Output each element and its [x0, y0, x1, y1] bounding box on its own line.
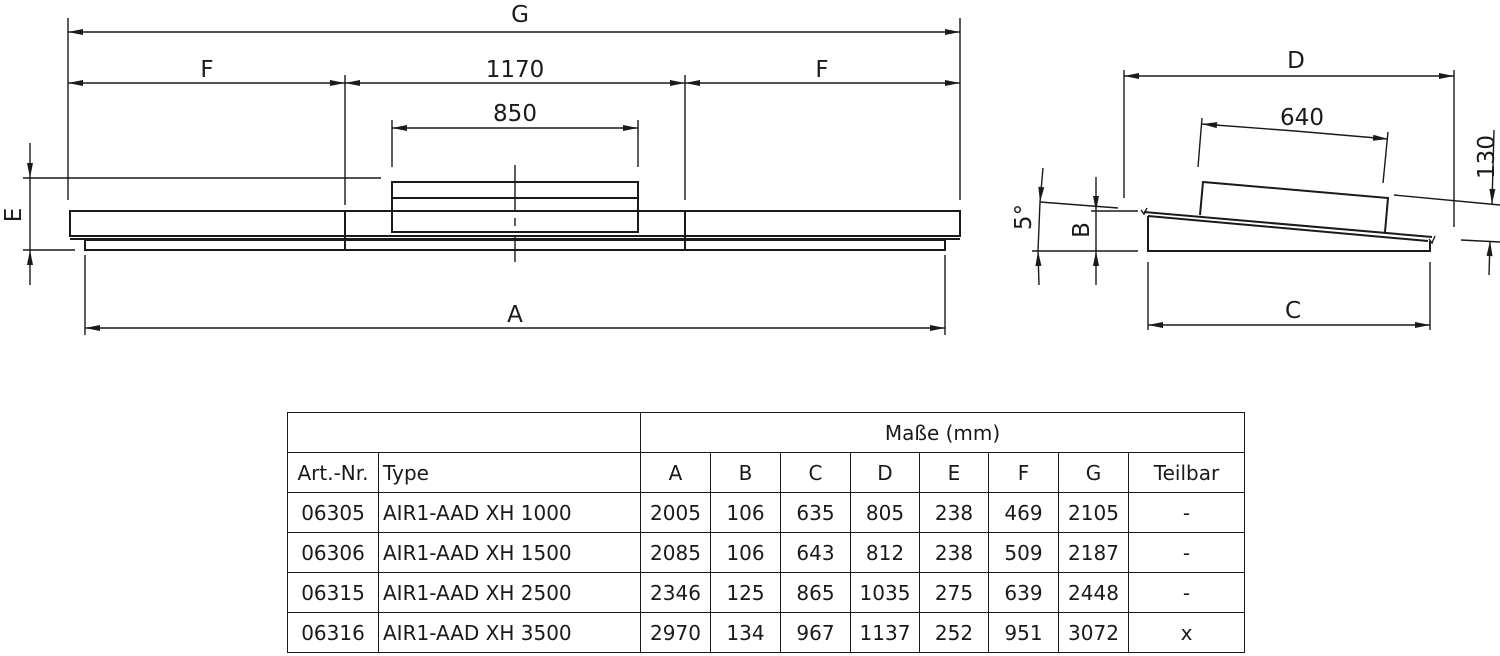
- cell: x: [1128, 612, 1245, 653]
- label-640: 640: [1280, 105, 1324, 131]
- column-header: A: [640, 452, 711, 493]
- cell: AIR1-AAD XH 1000: [378, 492, 641, 533]
- cell: 635: [780, 492, 851, 533]
- label-C: C: [1285, 298, 1301, 324]
- cell: 238: [919, 532, 989, 573]
- table-group-header-row: Maße (mm): [287, 412, 1245, 453]
- side-view: D 640 C B 5° 130: [1011, 48, 1500, 330]
- cell: 06306: [287, 532, 379, 573]
- label-A: A: [507, 302, 523, 328]
- cell: 2005: [640, 492, 711, 533]
- cell: 238: [919, 492, 989, 533]
- column-header: Teilbar: [1128, 452, 1245, 493]
- cell: AIR1-AAD XH 2500: [378, 572, 641, 613]
- cell: 106: [710, 492, 781, 533]
- column-header: Art.-Nr.: [287, 452, 379, 493]
- column-header: B: [710, 452, 781, 493]
- cell: 865: [780, 572, 851, 613]
- cell: 06315: [287, 572, 379, 613]
- cell: 1137: [850, 612, 920, 653]
- cell: 2085: [640, 532, 711, 573]
- column-header: Type: [378, 452, 641, 493]
- cell: 125: [710, 572, 781, 613]
- cell: 469: [988, 492, 1059, 533]
- cell: 3072: [1058, 612, 1129, 653]
- cell: 275: [919, 572, 989, 613]
- label-F-left: F: [200, 57, 213, 83]
- front-view: G F 1170 F 850 A E: [1, 2, 961, 335]
- cell: 2187: [1058, 532, 1129, 573]
- label-G: G: [511, 2, 529, 28]
- front-body: [69, 165, 961, 262]
- technical-drawing: G F 1170 F 850 A E: [1, 2, 1500, 335]
- cell: 2346: [640, 572, 711, 613]
- label-130: 130: [1474, 135, 1500, 179]
- column-header: C: [780, 452, 851, 493]
- label-angle: 5°: [1011, 204, 1037, 230]
- column-header: F: [988, 452, 1059, 493]
- cell: -: [1128, 532, 1245, 573]
- cell: 106: [710, 532, 781, 573]
- dimension-B: [1032, 177, 1138, 285]
- cell: 951: [988, 612, 1059, 653]
- dimension-640: [1201, 122, 1389, 141]
- cell: 134: [710, 612, 781, 653]
- dimension-E: [23, 143, 381, 285]
- cell: 2970: [640, 612, 711, 653]
- dimension-130: [1393, 129, 1500, 276]
- cell: AIR1-AAD XH 1500: [378, 532, 641, 573]
- cell: 06316: [287, 612, 379, 653]
- table-group-header: Maße (mm): [640, 412, 1245, 453]
- cell: -: [1128, 492, 1245, 533]
- cell: 252: [919, 612, 989, 653]
- column-header: D: [850, 452, 920, 493]
- cell: 805: [850, 492, 920, 533]
- label-850: 850: [493, 101, 537, 127]
- dimension-angle: [1035, 167, 1119, 286]
- cell: 06305: [287, 492, 379, 533]
- column-header: E: [919, 452, 989, 493]
- cell: 509: [988, 532, 1059, 573]
- cell: 812: [850, 532, 920, 573]
- table-header-row: Art.-Nr. Type A B C D E F G Teilbar: [287, 452, 1245, 493]
- dimensions-table: Maße (mm) Art.-Nr. Type A B C D E F G Te…: [287, 412, 1245, 653]
- side-body: [1140, 180, 1436, 252]
- cell: 1035: [850, 572, 920, 613]
- column-header: G: [1058, 452, 1129, 493]
- cell: 967: [780, 612, 851, 653]
- cell: 2105: [1058, 492, 1129, 533]
- label-D: D: [1287, 48, 1305, 74]
- cell: AIR1-AAD XH 3500: [378, 612, 641, 653]
- cell: 639: [988, 572, 1059, 613]
- table-empty-header: [287, 412, 641, 453]
- label-1170: 1170: [486, 57, 545, 83]
- label-B: B: [1069, 222, 1095, 238]
- cell: 2448: [1058, 572, 1129, 613]
- cell: -: [1128, 572, 1245, 613]
- label-F-right: F: [815, 57, 828, 83]
- cell: 643: [780, 532, 851, 573]
- label-E: E: [1, 208, 27, 223]
